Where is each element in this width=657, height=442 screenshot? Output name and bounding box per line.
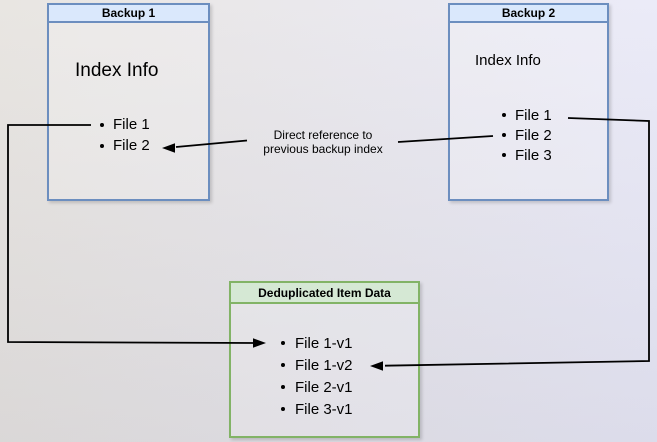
- backup1-header: Backup 1: [49, 5, 208, 23]
- backup1-title: Backup 1: [101, 6, 156, 20]
- list-item-label: File 2: [515, 126, 552, 144]
- list-item: File 1-v2: [281, 354, 353, 376]
- bullet-icon: [502, 113, 506, 117]
- list-item: File 1: [502, 105, 552, 125]
- direct-reference-label: Direct reference to previous backup inde…: [243, 128, 403, 156]
- bullet-icon: [502, 153, 506, 157]
- list-item: File 1-v1: [281, 332, 353, 354]
- bullet-icon: [281, 385, 285, 389]
- bullet-icon: [502, 133, 506, 137]
- list-item-label: File 1-v1: [295, 334, 353, 352]
- backup2-file-list: File 1 File 2 File 3: [502, 105, 552, 165]
- bullet-icon: [100, 143, 104, 148]
- bullet-icon: [281, 363, 285, 367]
- bullet-icon: [281, 341, 285, 345]
- dedup-title: Deduplicated Item Data: [258, 285, 391, 300]
- backup1-file-list: File 1 File 2: [100, 114, 150, 156]
- list-item-label: File 1-v2: [295, 356, 353, 374]
- bullet-icon: [281, 407, 285, 411]
- backup2-index-info-label: Index Info: [475, 52, 541, 69]
- dedup-file-list: File 1-v1 File 1-v2 File 2-v1 File 3-v1: [281, 332, 353, 420]
- list-item: File 2: [100, 135, 150, 156]
- list-item: File 2: [502, 125, 552, 145]
- list-item-label: File 1: [113, 116, 150, 133]
- backup1-box: Backup 1: [47, 3, 210, 201]
- list-item: File 3: [502, 145, 552, 165]
- list-item-label: File 3: [515, 146, 552, 164]
- backup2-title: Backup 2: [501, 6, 556, 20]
- list-item-label: File 2-v1: [295, 378, 353, 396]
- backup2-box: Backup 2: [448, 3, 609, 201]
- direct-reference-label-line1: Direct reference to: [273, 128, 373, 142]
- backup2-header: Backup 2: [450, 5, 607, 23]
- list-item-label: File 1: [515, 106, 552, 124]
- list-item: File 2-v1: [281, 376, 353, 398]
- bullet-icon: [100, 122, 104, 127]
- list-item: File 3-v1: [281, 398, 353, 420]
- direct-reference-label-line2: previous backup index: [263, 142, 383, 156]
- list-item: File 1: [100, 114, 150, 135]
- backup1-index-info-label: Index Info: [75, 60, 159, 81]
- dedup-header: Deduplicated Item Data: [231, 283, 418, 304]
- list-item-label: File 3-v1: [295, 400, 353, 418]
- list-item-label: File 2: [113, 137, 150, 154]
